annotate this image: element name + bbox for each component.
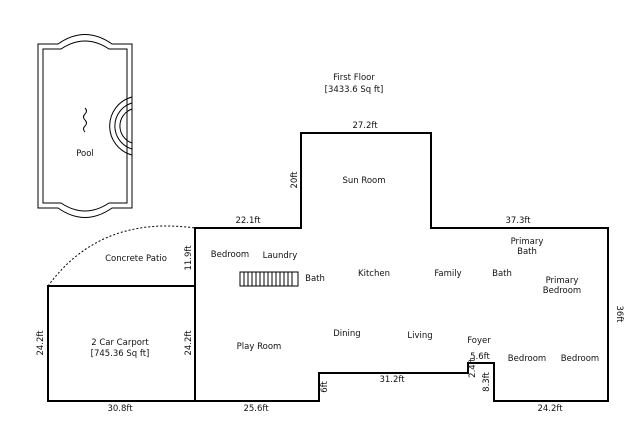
room-primary-bath-line1: Primary (511, 237, 544, 247)
dim-carport-left: 24.2ft (36, 330, 46, 356)
pool-inner-outline (42, 40, 128, 212)
floor-area: [3433.6 Sq ft] (325, 85, 384, 95)
floor-title: First Floor (333, 73, 375, 83)
dim-bottom-left: 25.6ft (243, 404, 269, 414)
dim-top-left-wall: 22.1ft (235, 216, 261, 226)
room-primary-bedroom-line2: Bedroom (543, 286, 581, 296)
room-bath-left: Bath (305, 274, 325, 284)
dim-carport-right: 24.2ft (184, 330, 194, 356)
room-laundry: Laundry (263, 251, 298, 261)
pool-step-arc-mid (114, 102, 133, 150)
stairs-icon (239, 271, 299, 287)
room-dining: Dining (333, 329, 360, 339)
dim-step-left: 6ft (320, 381, 330, 393)
room-carport-line1: 2 Car Carport (91, 338, 149, 348)
room-bedroom-left: Bedroom (211, 250, 249, 260)
dim-right-wall: 36ft (614, 306, 624, 324)
room-carport-line2: [745.36 Sq ft] (91, 349, 150, 359)
dim-foyer-width: 5.6ft (470, 352, 490, 362)
dim-sun-left: 20ft (290, 171, 300, 189)
dim-bottom-mid: 31.2ft (379, 375, 405, 385)
dim-top-right-wall: 37.3ft (505, 216, 531, 226)
room-primary-bath-line2: Bath (517, 247, 537, 257)
dim-carport-bottom: 30.8ft (107, 404, 133, 414)
room-primary-bedroom-line1: Primary (546, 276, 579, 286)
dim-sun-top: 27.2ft (352, 121, 378, 131)
pool-outline (37, 34, 133, 218)
pool-step-arc-inner (119, 108, 133, 144)
dim-patio-side: 11.9ft (184, 245, 194, 271)
dim-foyer-step: 2.4ft (468, 357, 478, 377)
room-bedroom-right: Bedroom (561, 354, 599, 364)
dim-foyer-drop: 8.3ft (482, 371, 492, 391)
room-sun-room: Sun Room (342, 176, 385, 186)
room-foyer: Foyer (467, 336, 491, 346)
patio-arc (47, 225, 196, 287)
room-pool: Pool (76, 149, 94, 159)
room-bath-right: Bath (492, 269, 512, 279)
pool (37, 34, 133, 218)
room-kitchen: Kitchen (358, 269, 390, 279)
room-bedroom-mid: Bedroom (508, 354, 546, 364)
house-outline (194, 132, 609, 402)
room-play-room: Play Room (237, 342, 282, 352)
room-family: Family (434, 269, 461, 279)
dim-bottom-right: 24.2ft (537, 404, 563, 414)
room-concrete-patio: Concrete Patio (105, 254, 167, 264)
pool-step-arc-outer (109, 96, 133, 156)
pool-wave-icon (83, 107, 87, 133)
room-living: Living (407, 331, 432, 341)
